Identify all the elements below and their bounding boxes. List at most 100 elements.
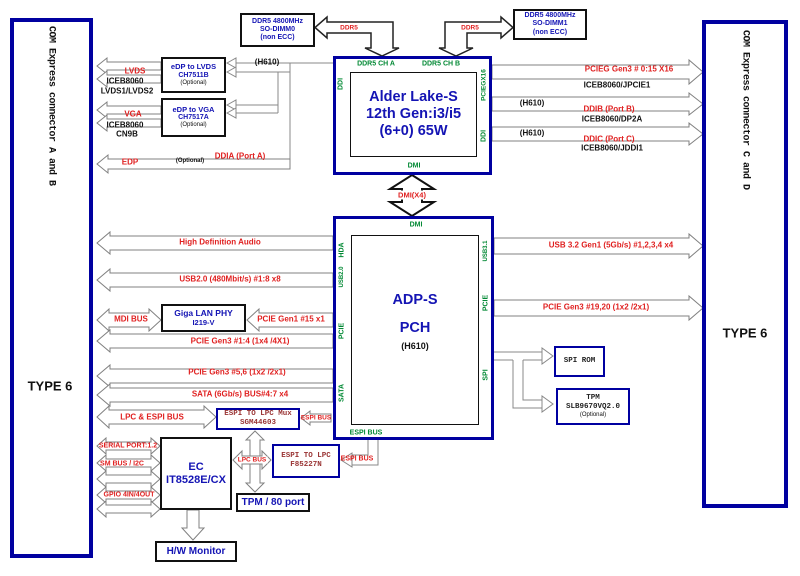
bus-label-ddr5-right: DDR5 [461, 24, 479, 32]
bridge-line2: F85227N [290, 461, 322, 469]
ddr5-sodimm1-block: DDR5 4800MHz SO-DIMM1 (non ECC) [513, 9, 587, 40]
dimm0-line2: SO-DIMM0 [260, 25, 295, 33]
cpu-port-ddr5-cha: DDR5 CH A [357, 60, 395, 68]
bus-label-vga-sub1: ICEB8060 [106, 120, 144, 130]
tpm-line1: TPM [586, 394, 600, 403]
pch-port-spi: SPI [482, 369, 490, 381]
tpm-block: TPM SLB9670VQ2.0 (Optional) [556, 388, 630, 425]
bus-label-pcieg: PCIEG Gen3 # 0:15 X16 [584, 64, 674, 74]
espi-routing [352, 440, 379, 466]
vga-conv-line3: (Optional) [180, 122, 207, 129]
bus-label-edp-optional: (Optional) [175, 158, 205, 164]
lan-line1: Giga LAN PHY [174, 307, 233, 318]
bus-arrows [96, 56, 704, 541]
espi-to-lpc-mux-block: ESPI TO LPC Mux SGM44603 [216, 408, 300, 430]
dimm1-line3: (non ECC) [532, 28, 568, 36]
bus-label-espi-mux: ESPI BUS [300, 414, 332, 422]
pch-line3: (H610) [401, 341, 429, 352]
bus-label-pcie-56: PCIE Gen3 #5,6 (1x2 /2x1) [188, 367, 286, 377]
bus-label-vga: VGA [124, 109, 142, 119]
mux-line2: SGM44603 [239, 419, 276, 427]
pch-port-espi-bus: ESPI BUS [349, 429, 383, 437]
pch-block: ADP-S PCH (H610) [351, 235, 479, 425]
vga-conv-line1: eDP to VGA [172, 104, 215, 114]
cpu-port-ddi-right: DDI [480, 129, 488, 143]
ec-line2: IT8528E/CX [166, 473, 226, 486]
pch-line2: PCH [399, 319, 431, 336]
bus-label-espi-bridge: ESPI BUS [340, 455, 374, 463]
bus-label-ddr5-left: DDR5 [340, 24, 358, 32]
cpu-line1: Alder Lake-S [369, 89, 458, 106]
pch-port-sata: SATA [338, 383, 346, 403]
lan-line2: I219-V [192, 317, 215, 327]
pch-port-usb31: USB3.1 [483, 240, 489, 262]
mux-line1: ESPI TO LPC Mux [224, 410, 292, 419]
com-express-connector-cd [702, 20, 788, 508]
spi-rom-block: SPI ROM [554, 346, 605, 377]
tpm-80-port-block: TPM / 80 port [236, 493, 310, 512]
dimm1-line1: DDR5 4800MHz [524, 12, 576, 20]
bus-label-mdi: MDI BUS [114, 314, 148, 324]
ddr5-arrows [313, 15, 515, 57]
bus-label-serial: SERIAL PORT:1.2 [98, 442, 158, 450]
bus-label-lvds-sub1: ICEB8060 [106, 76, 144, 86]
bus-label-ddic-sub: ICEB8060/JDDI1 [581, 143, 643, 153]
bus-label-dmi-x4: DMI(X4) [397, 190, 427, 200]
vga-conv-line2: CH7517A [178, 114, 209, 122]
giga-lan-phy-block: Giga LAN PHY I219-V [161, 304, 246, 332]
ddi-routing-lines [230, 62, 333, 168]
tpm80-label: TPM / 80 port [241, 496, 305, 508]
edp-to-lvds-block: eDP to LVDS CH7511B (Optional) [161, 57, 226, 93]
tpm-line3: (Optional) [579, 411, 607, 418]
ec-block: EC IT8528E/CX [160, 437, 232, 510]
bus-label-pcie-gen1: PCIE Gen1 #15 x1 [257, 314, 325, 324]
bus-label-pcieg-sub: ICEB8060/JPCIE1 [583, 80, 651, 90]
label-h610-edp: (H610) [254, 57, 280, 67]
hwmon-label: H/W Monitor [166, 545, 226, 557]
cpu-port-ddi-left: DDI [337, 77, 345, 91]
bus-label-gpio: GPIO 4IN/4OUT [103, 491, 155, 499]
com-express-connector-ab [10, 18, 93, 558]
edp-to-vga-block: eDP to VGA CH7517A (Optional) [161, 98, 226, 137]
cpu-block: Alder Lake-S 12th Gen:i3/i5 (6+0) 65W [350, 72, 477, 157]
ddi-routing-heads [225, 57, 237, 119]
bus-label-sata: SATA (6Gb/s) BUS#4:7 x4 [191, 389, 289, 399]
spi-routing [494, 351, 542, 409]
bus-label-pcie-14: PCIE Gen3 #1:4 (1x4 /4X1) [190, 336, 290, 346]
bus-label-lvds: LVDS [124, 66, 146, 76]
espi-to-lpc-bridge-block: ESPI TO LPC F85227N [272, 444, 340, 478]
bus-label-lvds-sub2: LVDS1/LVDS2 [100, 86, 154, 96]
bus-label-ddic: DDIC (Port C) [583, 134, 635, 144]
bus-label-pcie-1920: PCIE Gen3 #19,20 (1x2 /2x1) [542, 302, 650, 312]
pch-port-pcie-right: PCIE [482, 294, 490, 312]
pch-line1: ADP-S [392, 292, 438, 308]
bus-label-edp: EDP [121, 157, 139, 167]
bridge-line1: ESPI TO LPC [281, 452, 331, 461]
bus-label-lpc-espi: LPC & ESPI BUS [120, 412, 184, 422]
pch-port-pcie-left: PCIE [338, 322, 346, 340]
pch-port-dmi: DMI [409, 221, 423, 229]
hw-monitor-block: H/W Monitor [155, 541, 237, 562]
cpu-port-ddr5-chb: DDR5 CH B [421, 60, 461, 68]
bus-label-vga-sub2: CN9B [116, 129, 138, 139]
dimm0-line3: (non ECC) [260, 34, 295, 42]
label-h610-ddic: (H610) [519, 128, 545, 138]
cpu-line2: 12th Gen:i3/i5 [365, 106, 462, 123]
cpu-port-dmi: DMI [407, 162, 421, 170]
connector-cd-title: COM Express connector C and D [739, 30, 751, 190]
bus-label-usb32: USB 3.2 Gen1 (5Gb/s) #1,2,3,4 x4 [548, 240, 674, 250]
tpm-line2: SLB9670VQ2.0 [565, 403, 620, 412]
cpu-line3: (6+0) 65W [379, 122, 448, 139]
bus-label-usb2: USB2.0 (480Mbit/s) #1:8 x8 [179, 274, 281, 284]
bus-label-lpc-bus: LPC BUS [236, 456, 268, 464]
connector-ab-type: TYPE 6 [27, 378, 73, 394]
dimm1-line2: SO-DIMM1 [532, 20, 568, 28]
connector-cd-type: TYPE 6 [722, 325, 768, 341]
bus-label-ddib: DDIB (Port B) [583, 104, 635, 114]
dimm0-line1: DDR5 4800MHz [252, 17, 303, 25]
cpu-port-pciegx16: PCIEGX16 [480, 69, 488, 101]
pch-port-usb20: USB2.0 [339, 266, 345, 288]
lvds-conv-line2: CH7511B [178, 71, 209, 79]
